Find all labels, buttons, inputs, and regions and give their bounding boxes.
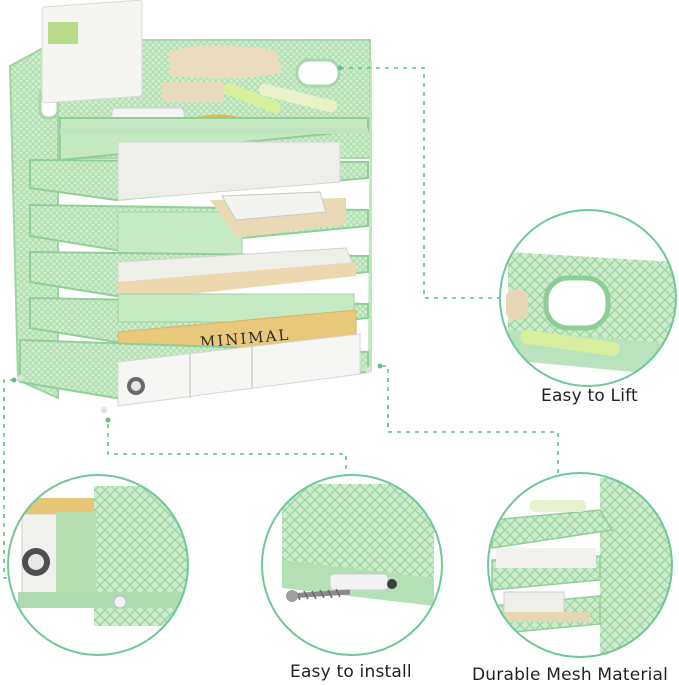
highlighter	[223, 82, 281, 114]
detail-circle-install	[261, 474, 443, 656]
handle-closeup	[543, 275, 611, 331]
detail-circle-mesh	[487, 472, 673, 658]
binder-boxes	[117, 333, 361, 407]
handle-cutout	[295, 58, 341, 88]
feature-label-durable-mesh: Durable Mesh Material	[472, 665, 669, 685]
calendar-accent	[48, 22, 78, 44]
feature-label-easy-to-lift: Easy to Lift	[541, 386, 638, 406]
detail-circle-peg	[7, 474, 189, 656]
desk-calendar	[41, 0, 143, 104]
feature-label-easy-to-install: Easy to install	[290, 662, 412, 682]
callout-connectors	[3, 67, 559, 579]
desk-organizer: MINIMAL	[8, 0, 372, 413]
detail-circle-lift	[499, 209, 677, 387]
stapler	[168, 45, 282, 79]
